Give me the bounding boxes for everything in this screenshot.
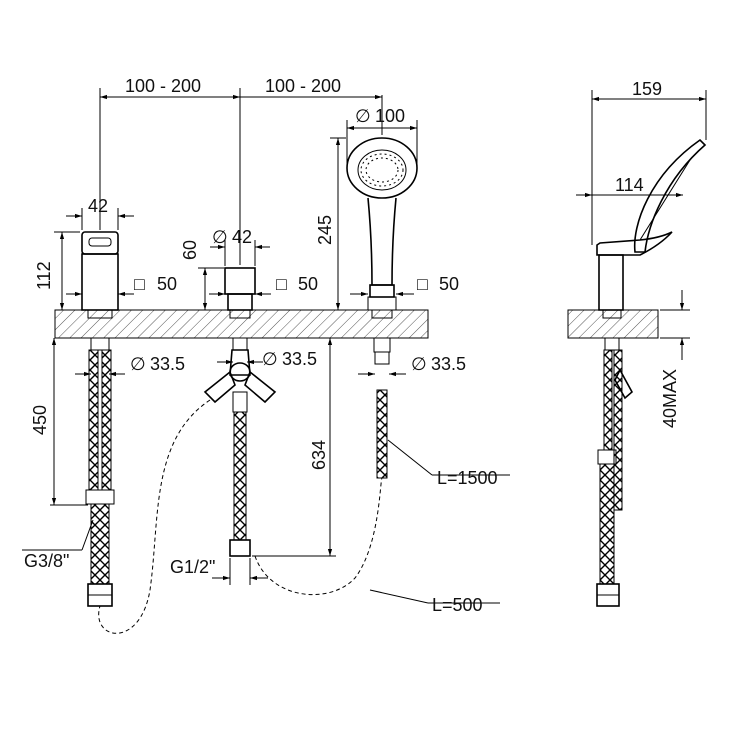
svg-text:∅: ∅ — [262, 349, 278, 369]
dim-hose-length-center: 634 — [309, 440, 329, 470]
dim-diverter-diameter: ∅ 42 — [212, 227, 252, 247]
svg-text:50: 50 — [439, 274, 459, 294]
svg-text:□: □ — [417, 274, 428, 294]
dim-diverter-height: 60 — [180, 240, 200, 260]
svg-text:□: □ — [134, 274, 145, 294]
side-view-assembly — [596, 138, 707, 607]
dim-side-reach: 114 — [615, 175, 644, 195]
svg-text:50: 50 — [157, 274, 177, 294]
svg-text:50: 50 — [298, 274, 318, 294]
hose-dashed-left — [98, 399, 211, 634]
hand-shower-assembly — [346, 137, 418, 479]
dim-diameter-left: ∅ 33.5 — [130, 354, 185, 374]
svg-text:100: 100 — [375, 106, 405, 126]
svg-text:∅: ∅ — [212, 227, 228, 247]
dim-spacing-right: 100 - 200 — [265, 76, 341, 96]
label-thread-g38: G3/8" — [24, 551, 69, 571]
svg-text:42: 42 — [232, 227, 252, 247]
dim-diameter-right: ∅ 33.5 — [411, 354, 466, 374]
svg-text:∅: ∅ — [411, 354, 427, 374]
label-thread-g12: G1/2" — [170, 557, 215, 577]
diverter-assembly — [203, 267, 277, 557]
label-hose-500: L=500 — [432, 595, 483, 615]
dim-side-width: 159 — [632, 79, 662, 99]
dim-spout-width: 42 — [88, 196, 108, 216]
svg-text:□: □ — [276, 274, 287, 294]
dim-deck-max: 40MAX — [660, 369, 680, 428]
svg-text:33.5: 33.5 — [150, 354, 185, 374]
svg-text:∅: ∅ — [355, 106, 371, 126]
dim-shower-diameter: ∅ 100 — [355, 106, 405, 126]
dim-spout-height: 112 — [34, 261, 54, 290]
dim-square-right: □ 50 — [417, 274, 459, 294]
hose-dashed-center — [254, 477, 383, 596]
deck-slab-front — [54, 309, 429, 339]
dim-square-center: □ 50 — [276, 274, 318, 294]
dim-shower-height: 245 — [315, 215, 335, 245]
dim-spacing-left: 100 - 200 — [125, 76, 201, 96]
label-hose-1500: L=1500 — [437, 468, 498, 488]
deck-slab-side — [567, 309, 659, 339]
svg-text:∅: ∅ — [130, 354, 146, 374]
dim-diameter-center: ∅ 33.5 — [262, 349, 317, 369]
svg-text:33.5: 33.5 — [282, 349, 317, 369]
spout-assembly — [81, 231, 119, 607]
dim-hose-length-left: 450 — [30, 405, 50, 435]
dim-square-left: □ 50 — [134, 274, 177, 294]
svg-text:33.5: 33.5 — [431, 354, 466, 374]
